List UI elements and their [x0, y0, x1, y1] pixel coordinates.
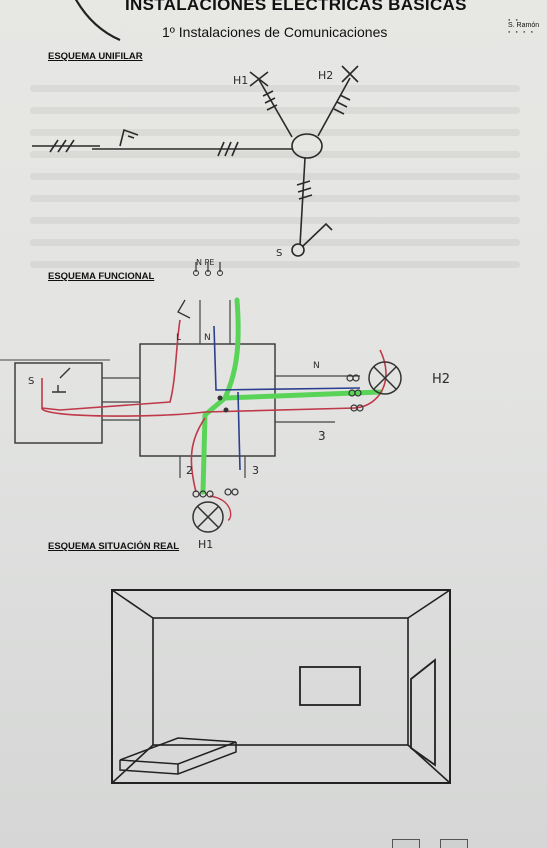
label-terminals-top: N PE: [196, 258, 214, 267]
conduit-top: [199, 300, 231, 344]
funcional-diagram: [0, 262, 402, 533]
footer-logo-left: [392, 839, 420, 848]
switch-circle: [291, 243, 305, 257]
wire-earth: [200, 297, 383, 495]
conduit-left: [102, 377, 140, 421]
lamp-h1: [192, 501, 224, 533]
logo-text: S. Ramón: [508, 22, 540, 29]
logo-mark-top: ● ●: [508, 17, 520, 22]
h2-ticks: [333, 94, 351, 115]
label-l-top: L: [176, 333, 181, 343]
footer-logo-right: [440, 839, 468, 848]
label-h1-bottom: H1: [198, 538, 213, 551]
junction-box-funcional: [139, 343, 276, 457]
branch-h1: [257, 77, 293, 138]
label-n-right: N: [313, 361, 320, 371]
section-situacion-heading: ESQUEMA SITUACIÓN REAL: [48, 541, 180, 552]
feed-ticks: [49, 139, 75, 153]
connectors-bottom: [192, 488, 239, 498]
wire-neutral-drop: [237, 391, 241, 471]
page-subtitle: 1º Instalaciones de Comunicaciones: [162, 24, 388, 40]
label-3-right: 3: [318, 429, 326, 443]
wire-return-h2: [41, 407, 356, 417]
switch-ticks: [296, 180, 313, 200]
switch-lever: [302, 222, 333, 247]
label-n-top: N: [204, 333, 211, 343]
room-diagram: [111, 589, 451, 784]
top-terminal-l: [177, 299, 191, 319]
room-back-wall: [152, 617, 409, 746]
lamp-h1-symbol: [249, 71, 269, 87]
connectors-right: [346, 374, 364, 412]
room-edge-tl: [111, 589, 154, 619]
label-h2-right: H2: [432, 372, 450, 387]
wire-return-h1: [190, 417, 206, 493]
label-s-switch: S: [276, 248, 282, 259]
door: [410, 658, 436, 767]
logo-mark-bottom: ● ● ● ●: [508, 29, 535, 34]
connectors-center: [217, 395, 229, 413]
label-2-low: 2: [186, 464, 193, 477]
room-outer-wall: [111, 589, 451, 784]
room-edge-tr: [407, 589, 451, 619]
line-ticks: [217, 141, 239, 157]
label-3-low: 3: [252, 464, 259, 477]
terminal-dot-3: [217, 270, 223, 276]
terminal-dot-2: [205, 270, 211, 276]
label-s-box: S: [28, 376, 34, 387]
lamp-h2: [368, 361, 402, 395]
branch-h2: [317, 77, 351, 137]
conduit-right: [275, 375, 360, 423]
decorative-arc: [74, 0, 121, 42]
wire-neutral: [213, 325, 361, 391]
section-funcional-heading: ESQUEMA FUNCIONAL: [48, 271, 155, 282]
h1-ticks: [262, 90, 278, 111]
junction-box: [291, 133, 323, 159]
section-unifilar-heading: ESQUEMA UNIFILAR: [48, 51, 143, 62]
room-edge-bl: [111, 744, 154, 784]
terminal-dot-1: [193, 270, 199, 276]
switch-box: [14, 362, 103, 444]
conduit-bottom: [179, 456, 246, 478]
lamp-h2-symbol: [341, 65, 359, 83]
school-logo: ● ● S. Ramón ● ● ● ●: [508, 17, 547, 47]
branch-switch: [299, 157, 306, 246]
window: [299, 666, 361, 706]
label-h1-top: H1: [233, 74, 248, 87]
wire-h2-loop: [354, 349, 387, 409]
page-title: INSTALACIONES ELÉCTRICAS BÁSICAS: [125, 0, 467, 14]
switch-symbol: [52, 367, 71, 393]
wire-h1-loop: [209, 495, 232, 521]
ground-symbol: [119, 128, 139, 147]
wire-phase: [41, 319, 181, 411]
label-h2-top: H2: [318, 69, 333, 82]
unifilar-diagram: [32, 65, 359, 257]
